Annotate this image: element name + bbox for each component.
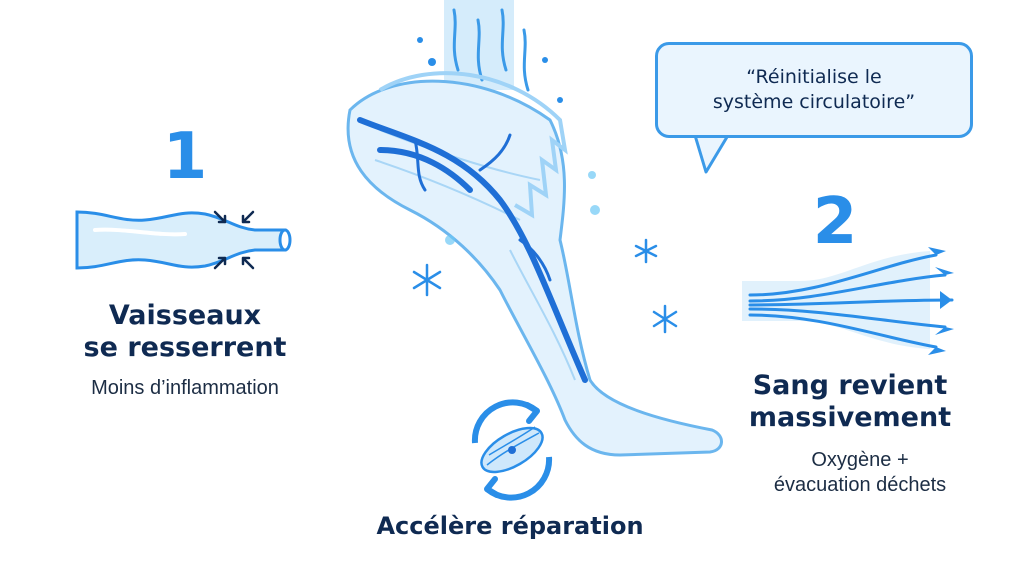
step-1-number: 1 xyxy=(162,120,208,194)
step-2-title: Sang revient massivement xyxy=(720,370,980,434)
leg-icon xyxy=(346,0,723,457)
quote-text: “Réinitialise le système circulatoire” xyxy=(669,65,959,114)
step-2-title-line2: massivement xyxy=(748,401,952,433)
quote-line1: “Réinitialise le xyxy=(746,66,882,89)
muscle-repair-icon xyxy=(471,399,553,501)
quote-bubble: “Réinitialise le système circulatoire” xyxy=(655,42,973,138)
step-1-title-line1: Vaisseaux xyxy=(108,300,262,331)
step-2-title-line1: Sang revient xyxy=(752,370,948,401)
speech-bubble-icon xyxy=(692,126,732,174)
quote-line2: système circulatoire” xyxy=(712,91,916,113)
step-1-title-line2: se resserrent xyxy=(83,331,287,363)
step-2-subtitle-line1: Oxygène + xyxy=(811,449,909,471)
step-2-number: 2 xyxy=(812,185,858,259)
snowflake-icon xyxy=(412,238,678,334)
step-2-subtitle-line2: évacuation déchets xyxy=(773,474,947,496)
step-2-subtitle: Oxygène + évacuation déchets xyxy=(740,448,980,498)
step-1-subtitle: Moins d’inflammation xyxy=(91,377,279,399)
repair-title: Accélère réparation xyxy=(376,512,644,540)
step-1-title: Vaisseaux se resserrent xyxy=(60,300,310,364)
dilated-vessel-icon xyxy=(742,247,954,355)
constricted-vessel-icon xyxy=(75,210,292,270)
